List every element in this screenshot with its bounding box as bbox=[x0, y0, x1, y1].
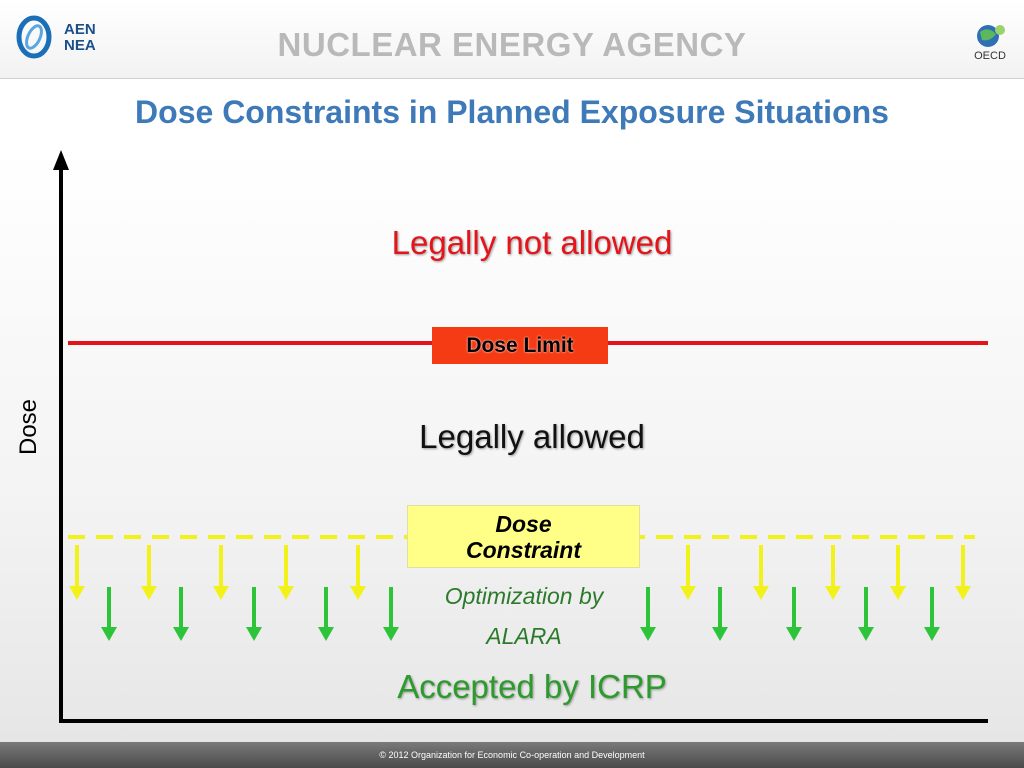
oecd-label: OECD bbox=[974, 50, 1006, 62]
footer-copyright: © 2012 Organization for Economic Co-oper… bbox=[379, 750, 645, 760]
green-arrow bbox=[712, 587, 728, 641]
oecd-logo: OECD bbox=[968, 22, 1012, 66]
yellow-arrow bbox=[69, 545, 85, 600]
nea-logo-icon bbox=[16, 15, 52, 59]
header-bar: AEN NEA NUCLEAR ENERGY AGENCY OECD bbox=[0, 0, 1024, 79]
yellow-arrow bbox=[825, 545, 841, 600]
dose-constraint-label: Dose Constraint bbox=[407, 505, 640, 568]
green-arrow bbox=[318, 587, 334, 641]
nea-logo: AEN NEA bbox=[14, 12, 124, 68]
oecd-globe-icon bbox=[977, 25, 1005, 47]
slide-title: Dose Constraints in Planned Exposure Sit… bbox=[135, 94, 889, 130]
zone-legally-allowed: Legally allowed bbox=[419, 418, 645, 455]
green-arrow bbox=[246, 587, 262, 641]
green-arrow bbox=[858, 587, 874, 641]
dose-constraint-label-line1: Dose bbox=[495, 511, 552, 537]
yellow-arrow bbox=[753, 545, 769, 600]
yellow-arrow bbox=[278, 545, 294, 600]
agency-name: NUCLEAR ENERGY AGENCY bbox=[277, 26, 747, 63]
yellow-arrow bbox=[141, 545, 157, 600]
yellow-arrow bbox=[955, 545, 971, 600]
green-arrow bbox=[640, 587, 656, 641]
dose-axis-arrowhead bbox=[53, 150, 69, 170]
green-arrow bbox=[101, 587, 117, 641]
green-arrow bbox=[383, 587, 399, 641]
logo-text-aen: AEN bbox=[64, 21, 96, 38]
logo-text-nea: NEA bbox=[64, 37, 96, 54]
yellow-arrow bbox=[890, 545, 906, 600]
zone-accepted-by-icrp: Accepted by ICRP bbox=[397, 668, 667, 705]
yellow-arrow bbox=[213, 545, 229, 600]
green-arrow bbox=[173, 587, 189, 641]
green-arrow bbox=[924, 587, 940, 641]
optimization-alara-text: Optimization by ALARA bbox=[400, 576, 648, 656]
yellow-arrow bbox=[350, 545, 366, 600]
nea-logo-text: AEN NEA bbox=[64, 22, 96, 54]
footer-bar: © 2012 Organization for Economic Co-oper… bbox=[0, 742, 1024, 768]
slide-body bbox=[0, 150, 1024, 742]
yellow-arrow bbox=[680, 545, 696, 600]
optimization-line1: Optimization by bbox=[444, 583, 604, 609]
zone-legally-not-allowed: Legally not allowed bbox=[391, 224, 673, 261]
dose-limit-label: Dose Limit bbox=[432, 327, 608, 364]
optimization-line2: ALARA bbox=[486, 623, 562, 649]
dose-constraint-label-line2: Constraint bbox=[466, 537, 581, 563]
green-arrow bbox=[786, 587, 802, 641]
